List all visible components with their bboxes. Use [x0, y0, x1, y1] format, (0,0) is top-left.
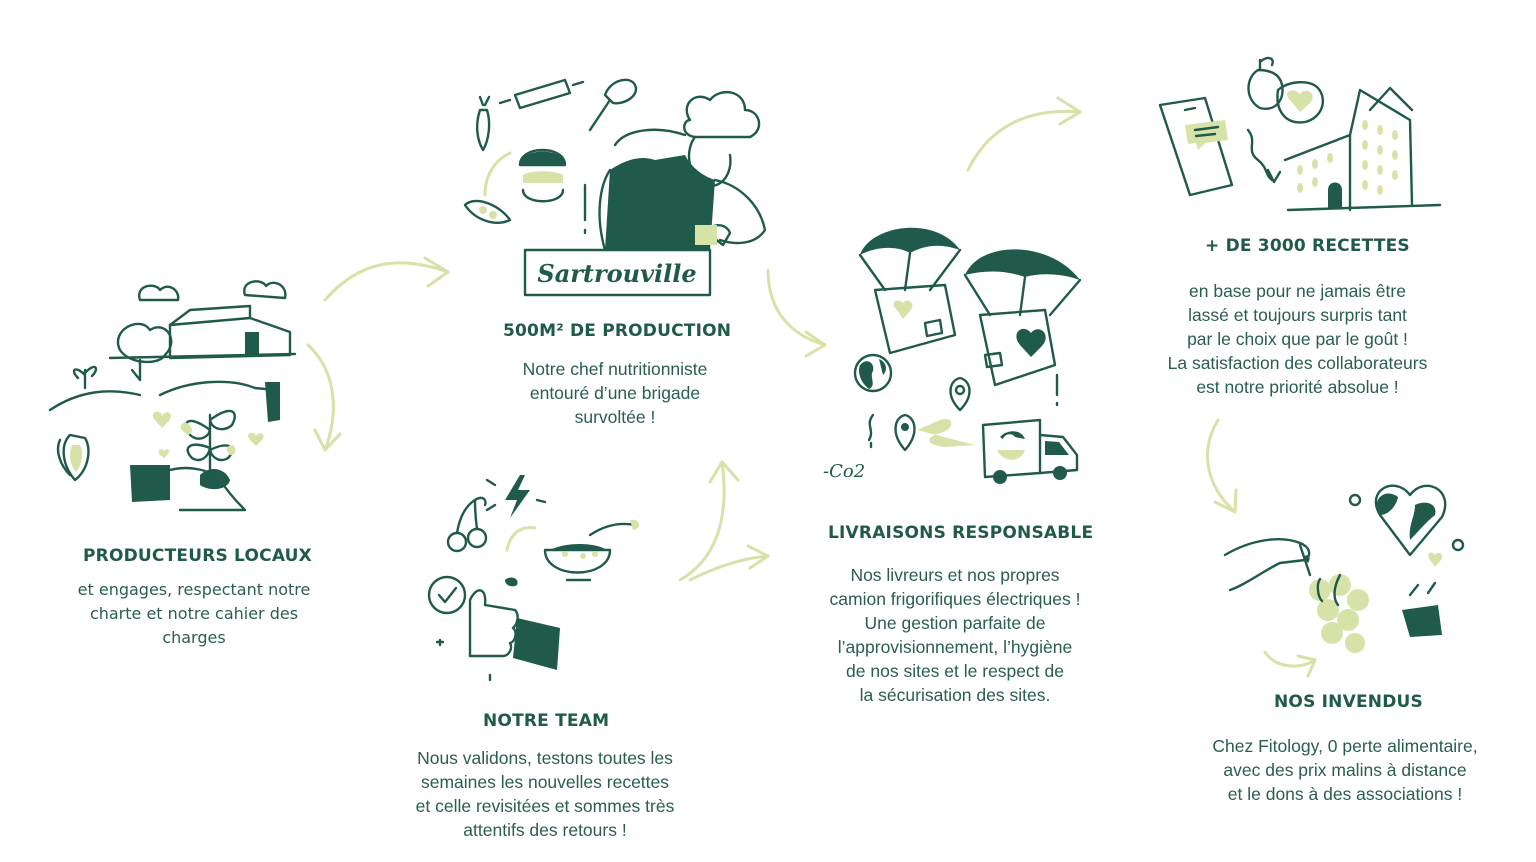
svg-text:-Co2: -Co2	[823, 461, 865, 482]
farm-icon	[48, 280, 297, 412]
step-desc-livraisons: Nos livreurs et nos propres camion frigo…	[829, 565, 1081, 705]
globe-heart-icon	[1348, 484, 1465, 557]
parachute-box-icon-2	[963, 249, 1082, 387]
arrow-1-head	[423, 256, 450, 288]
arrow-2-head	[313, 428, 342, 452]
step-desc-producteurs: et engages, respectant notre charte et n…	[77, 580, 311, 647]
map-pin-icon	[894, 376, 975, 452]
phone-icon	[1158, 96, 1282, 197]
truck-icon	[981, 418, 1079, 484]
step-title-invendus: NOS INVENDUS	[1274, 692, 1423, 712]
unsold-illustration	[1223, 484, 1465, 653]
arrow-8-head	[1296, 654, 1317, 678]
step-desc-production: Notre chef nutritionniste entouré d’une …	[522, 359, 708, 427]
food-piece-icon	[1402, 552, 1443, 637]
avocado-pear-icon	[1247, 56, 1324, 124]
arrow-4-head	[708, 460, 740, 484]
step-desc-recettes: en base pour ne jamais être lassé et tou…	[1167, 281, 1428, 397]
arrow-4	[678, 460, 726, 582]
cherries-icon	[446, 496, 488, 553]
lightning-icon	[485, 475, 547, 518]
step-title-team: NOTRE TEAM	[483, 711, 610, 731]
step-title-production: 500M² DE PRODUCTION	[503, 321, 732, 341]
arrow-3	[766, 268, 827, 347]
team-illustration	[427, 475, 640, 682]
burger-icon	[463, 148, 567, 224]
recipes-illustration	[1158, 56, 1442, 212]
globe-icon	[853, 353, 893, 393]
bowl-icon	[505, 519, 640, 582]
parachute-box-icon	[858, 227, 962, 355]
step-title-recettes: + DE 3000 RECETTES	[1205, 236, 1410, 256]
squiggle-icon	[867, 413, 875, 449]
sartrouville-sign: Sartrouville	[523, 248, 712, 297]
grapes-hand-icon	[1223, 538, 1369, 653]
arrow-3-head	[804, 330, 827, 358]
delivery-illustration: -Co2	[823, 227, 1082, 484]
thumbs-up-icon	[427, 575, 560, 682]
chef-illustration: Sartrouville	[463, 78, 767, 297]
arrow-1	[323, 261, 450, 302]
kitchen-tools-icon	[475, 78, 638, 152]
step-title-livraisons: LIVRAISONS RESPONSABLE	[828, 523, 1094, 543]
co2-badge: -Co2	[823, 461, 865, 482]
step-title-producteurs: PRODUCTEURS LOCAUX	[83, 546, 312, 566]
corn-icon	[56, 433, 90, 482]
building-icon	[1283, 86, 1442, 212]
hands-plant-icon	[130, 380, 280, 512]
step-desc-invendus: Chez Fitology, 0 perte alimentaire, avec…	[1212, 736, 1478, 804]
step-desc-team: Nous validons, testons toutes les semain…	[415, 748, 675, 840]
arrow-2	[306, 343, 335, 452]
arrow-8	[1263, 650, 1317, 668]
arrow-6	[966, 109, 1082, 172]
arrow-7	[1206, 418, 1237, 514]
arrow-7-head	[1213, 488, 1238, 514]
chef-icon	[583, 90, 767, 252]
arrow-5	[688, 554, 770, 582]
farm-illustration	[48, 280, 297, 512]
arrow-5-head	[746, 544, 770, 570]
sign-label: Sartrouville	[537, 259, 696, 288]
arrow-6-head	[1056, 96, 1082, 126]
